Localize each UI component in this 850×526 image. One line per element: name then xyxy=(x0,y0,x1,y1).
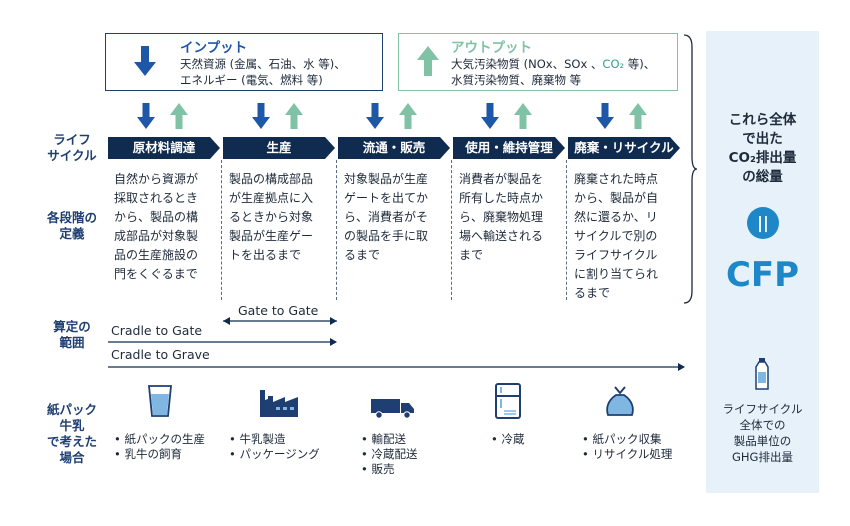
cfp-summary: これら全体 で出た CO₂排出量 の総量 xyxy=(728,112,797,185)
input-title: インプット xyxy=(180,40,248,56)
ghg-label: ライフサイクル 全体での 製品単位の GHG排出量 xyxy=(722,402,803,464)
divider xyxy=(336,160,337,300)
garbage-bag-icon xyxy=(606,386,634,416)
milk-bullets-production: • 牛乳製造 • パッケージング xyxy=(229,432,320,462)
stage-definition: 自然から資源が 採取されるとき から、製品の構 成部品が対象製 品の生産施設の … xyxy=(114,172,199,281)
input-line-1: 天然資源 (金属、石油、水 等)、 xyxy=(180,57,346,71)
up-arrow-icon xyxy=(514,103,532,129)
row-label-lifecycle: ライフ サイクル xyxy=(47,132,97,163)
up-arrow-icon xyxy=(417,46,439,76)
cradle-to-gate-label: Cradle to Gate xyxy=(111,323,203,338)
list-item: • 輸配送 xyxy=(361,432,406,446)
output-line-1: 大気汚染物質 (NOx、SOx 、CO₂ 等)、 xyxy=(451,56,655,72)
output-line-1a: 大気汚染物質 (NOx、SOx 、 xyxy=(451,57,603,71)
output-title: アウトプット xyxy=(451,40,532,56)
stage-definition: 対象製品が生産 ゲートを出てか ら、消費者がそ の製品を手に取 るまで xyxy=(344,172,429,262)
refrigerator-icon xyxy=(495,383,521,419)
list-item: • 紙パック収集 xyxy=(582,432,662,446)
stage-use: 使用・維持管理 xyxy=(453,137,565,159)
up-arrow-icon xyxy=(629,103,647,129)
output-line-1b: 等)、 xyxy=(624,57,656,71)
stage-distribution: 流通・販売 xyxy=(338,137,450,159)
list-item: • 冷蔵配送 xyxy=(361,447,418,461)
milk-bullets-distribution: • 輸配送 • 冷蔵配送 • 販売 xyxy=(361,432,417,477)
down-arrow-icon xyxy=(596,103,614,129)
equals-circle: || xyxy=(747,207,779,239)
stage-raw-materials: 原材料調達 xyxy=(108,137,220,159)
output-box: アウトプット 大気汚染物質 (NOx、SOx 、CO₂ 等)、 水質汚染物質、廃… xyxy=(398,33,678,91)
cfp-label: CFP xyxy=(725,255,800,295)
bottle-icon xyxy=(755,358,769,390)
stage-disposal: 廃棄・リサイクル xyxy=(568,137,680,159)
up-arrow-icon xyxy=(285,103,303,129)
truck-icon xyxy=(371,399,414,419)
list-item: • リサイクル処理 xyxy=(582,447,673,461)
divider xyxy=(221,160,222,300)
co2-highlight: CO₂ xyxy=(602,57,625,71)
stage-definition: 廃棄された時点 から、製品が自 然に還るか、リ サイクルで別の ライフサイクル … xyxy=(574,172,659,300)
cradle-to-grave-arrow xyxy=(108,363,685,371)
list-item: • 紙パックの生産 xyxy=(114,432,205,446)
list-item: • 牛乳製造 xyxy=(229,432,286,446)
list-item: • 販売 xyxy=(361,462,395,476)
down-arrow-icon xyxy=(366,103,384,129)
equals-sign: || xyxy=(757,213,769,232)
cup-icon xyxy=(148,385,172,417)
milk-bullets-raw: • 紙パックの生産 • 乳牛の飼育 xyxy=(114,432,205,462)
row-label-milk: 紙パック 牛乳 で考えた 場合 xyxy=(46,402,97,465)
list-item: • 冷蔵 xyxy=(491,432,525,446)
input-box: インプット 天然資源 (金属、石油、水 等)、 エネルギー (電気、燃料 等) xyxy=(105,33,383,91)
down-arrow-icon xyxy=(252,103,270,129)
milk-bullets-disposal: • 紙パック収集 • リサイクル処理 xyxy=(582,432,672,462)
up-arrow-icon xyxy=(399,103,417,129)
row-label-definition: 各段階の 定義 xyxy=(46,210,97,241)
milk-bullets-use: • 冷蔵 xyxy=(491,432,524,447)
cfp-panel: これら全体 で出た CO₂排出量 の総量 || CFP ライフサイクル 全体での… xyxy=(706,31,819,493)
cradle-to-gate-arrow xyxy=(108,338,337,346)
stage-definition: 製品の構成部品 が生産拠点に入 るときから対象 製品が生産ゲー トを出るまで xyxy=(229,172,314,262)
list-item: • 乳牛の飼育 xyxy=(114,447,182,461)
gate-to-gate-arrow xyxy=(223,317,337,325)
stage-definition: 消費者が製品を 所有した時点か ら、廃棄物処理 場へ輸送される まで xyxy=(459,172,544,262)
divider xyxy=(566,160,567,300)
bracket-icon xyxy=(683,34,698,304)
down-arrow-icon xyxy=(137,103,155,129)
factory-icon xyxy=(260,390,298,417)
input-line-2: エネルギー (電気、燃料 等) xyxy=(180,73,323,87)
up-arrow-icon xyxy=(170,103,188,129)
down-arrow-icon xyxy=(134,46,156,76)
cradle-to-grave-label: Cradle to Grave xyxy=(111,347,210,362)
down-arrow-icon xyxy=(481,103,499,129)
divider xyxy=(451,160,452,300)
output-line-2: 水質汚染物質、廃棄物 等 xyxy=(451,73,582,87)
gate-to-gate-label: Gate to Gate xyxy=(238,303,319,318)
row-label-scope: 算定の 範囲 xyxy=(53,319,91,350)
stage-production: 生産 xyxy=(223,137,335,159)
list-item: • パッケージング xyxy=(229,447,320,461)
